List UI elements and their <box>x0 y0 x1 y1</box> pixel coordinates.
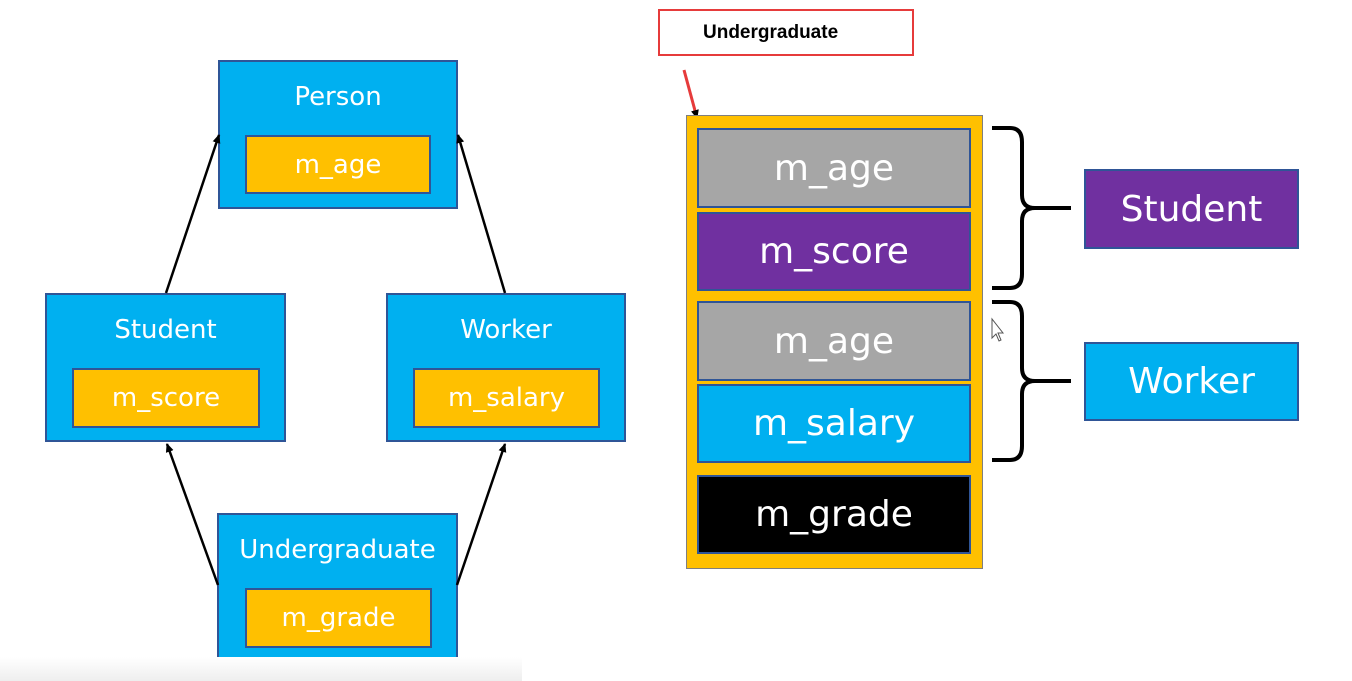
undergraduate-class-title: Undergraduate <box>239 535 436 565</box>
mouse-cursor-icon <box>991 317 1005 342</box>
person-field-m-age: m_age <box>245 135 431 194</box>
slot-worker-m-salary: m_salary <box>697 384 971 463</box>
arrow-worker-to-person <box>456 134 507 294</box>
worker-class-box: Worker m_salary <box>386 293 626 442</box>
student-brace <box>992 126 1071 290</box>
slot-student-m-age: m_age <box>697 128 971 208</box>
undergraduate-class-box: Undergraduate m_grade <box>217 513 458 662</box>
worker-brace <box>992 300 1071 462</box>
undergraduate-callout: Undergraduate <box>658 9 914 56</box>
arrow-student-to-person <box>164 134 221 294</box>
slot-student-m-score: m_score <box>697 212 971 291</box>
arrow-undergraduate-to-student <box>165 443 220 586</box>
legend-worker: Worker <box>1084 342 1299 421</box>
student-class-title: Student <box>114 315 217 345</box>
worker-class-title: Worker <box>460 315 552 345</box>
undergraduate-field-m-grade: m_grade <box>245 588 432 648</box>
student-class-box: Student m_score <box>45 293 286 442</box>
slot-worker-m-age: m_age <box>697 301 971 381</box>
callout-pointer-arrow <box>682 69 699 119</box>
person-class-box: Person m_age <box>218 60 458 209</box>
arrow-undergraduate-to-worker <box>455 443 507 586</box>
student-field-m-score: m_score <box>72 368 260 428</box>
slot-m-grade: m_grade <box>697 475 971 554</box>
undergraduate-object-layout: m_age m_score m_age m_salary m_grade <box>686 115 983 569</box>
person-class-title: Person <box>294 82 382 112</box>
worker-field-m-salary: m_salary <box>413 368 600 428</box>
bottom-shade <box>0 657 522 681</box>
legend-student: Student <box>1084 169 1299 249</box>
